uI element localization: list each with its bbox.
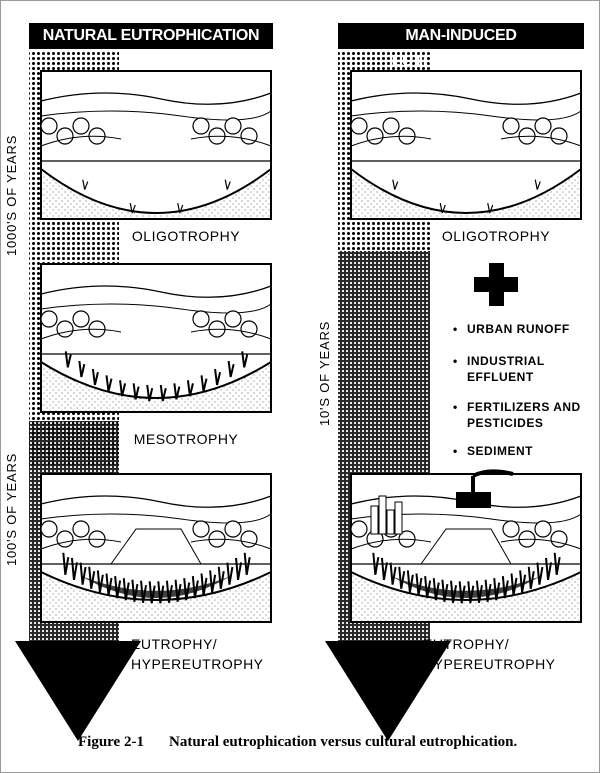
figure-number: Figure 2-1 [78, 734, 144, 750]
time-label-10s: 10'S OF YEARS [317, 320, 332, 426]
stage-oligotrophy-man: OLIGOTROPHY [441, 228, 551, 244]
time-label-100s: 100'S OF YEARS [4, 452, 19, 566]
factor-text-2: EFFLUENT [467, 370, 534, 384]
stage-eutrophy-natural: EUTROPHY/ HYPEREUTROPHY [111, 634, 281, 674]
factor-text: URBAN RUNOFF [467, 322, 570, 336]
factor-text: FERTILIZERS AND [467, 400, 581, 414]
stage-hypereutrophy-line: HYPEREUTROPHY [131, 656, 264, 672]
factor-sediment: • SEDIMENT [453, 443, 533, 459]
stage-mesotrophy: MESOTROPHY [133, 431, 239, 447]
figure-caption: Natural eutrophication versus cultural e… [169, 734, 518, 750]
lake-mesotrophy [40, 263, 272, 413]
lake-oligotrophy-natural [40, 70, 272, 220]
factor-text-2: PESTICIDES [467, 416, 544, 430]
factor-text: INDUSTRIAL [467, 354, 545, 368]
factor-fertilizers-pesticides: • FERTILIZERS AND PESTICIDES [453, 399, 581, 431]
stage-hypereutrophy-line: HYPEREUTROPHY [423, 656, 556, 672]
stage-eutrophy-line: EUTROPHY/ [423, 636, 510, 652]
stage-eutrophy-man: EUTROPHY/ HYPEREUTROPHY [423, 634, 593, 674]
bullet: • [453, 400, 458, 414]
lake-eutrophy-natural [40, 473, 272, 623]
factor-urban-runoff: • URBAN RUNOFF [453, 321, 570, 337]
factor-industrial-effluent: • INDUSTRIAL EFFLUENT [453, 353, 545, 385]
natural-eutrophication-header: NATURAL EUTROPHICATION [29, 23, 273, 49]
bullet: • [453, 444, 458, 458]
lake-eutrophy-man [350, 469, 582, 623]
stage-eutrophy-line: EUTROPHY/ [131, 636, 218, 652]
bullet: • [453, 354, 458, 368]
stage-oligotrophy-natural: OLIGOTROPHY [131, 228, 241, 244]
time-label-1000s: 1000'S OF YEARS [4, 134, 19, 256]
plus-icon [474, 263, 518, 306]
man-induced-eutrophication-header: MAN-INDUCED EUTROPHICATION [338, 23, 584, 70]
factor-text: SEDIMENT [467, 444, 534, 458]
lake-oligotrophy-man [350, 70, 582, 220]
bullet: • [453, 322, 458, 336]
